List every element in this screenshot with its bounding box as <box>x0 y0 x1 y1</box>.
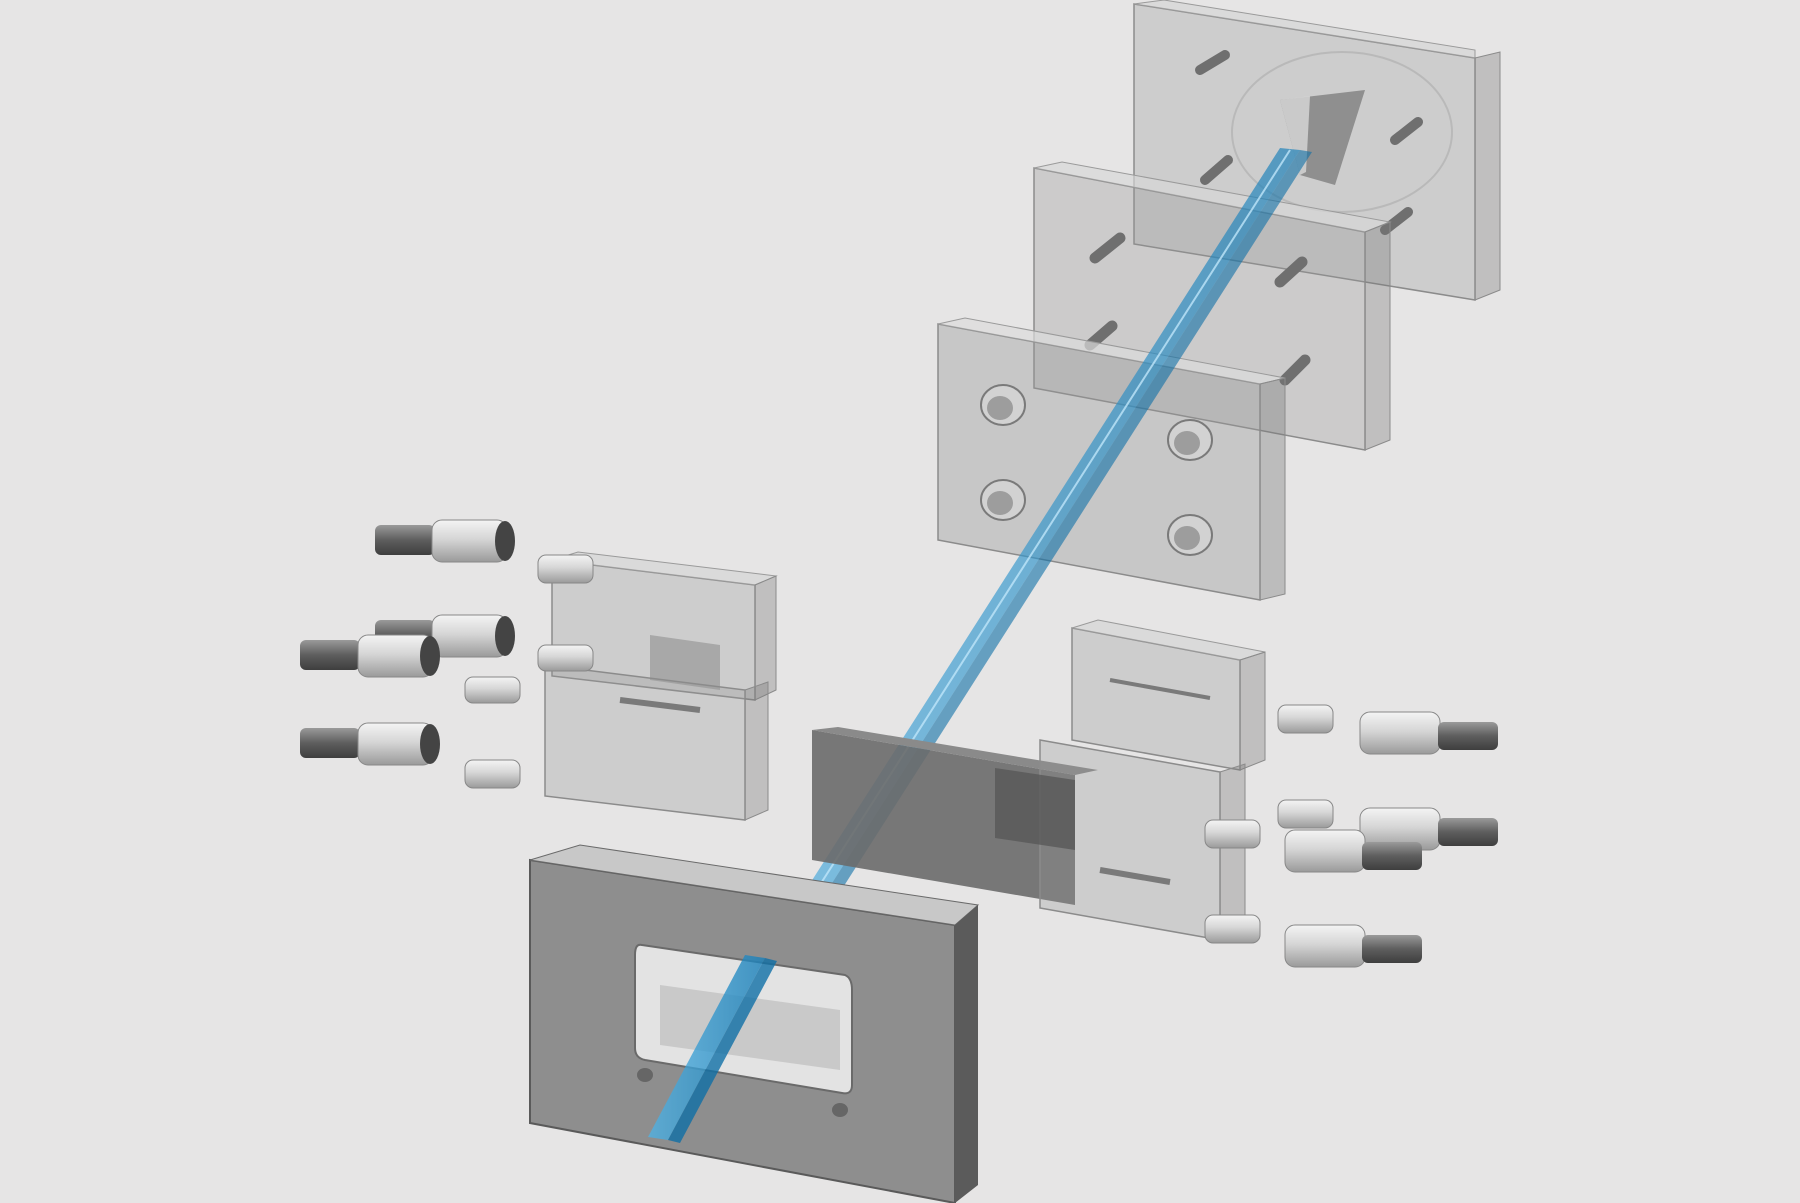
fitting-left-1 <box>375 519 594 584</box>
extruded-profile-front <box>648 955 777 1143</box>
fitting-right-1 <box>1277 704 1498 755</box>
right-upper-block <box>1071 619 1266 771</box>
left-fittings <box>300 519 594 789</box>
left-lower-block <box>544 664 769 821</box>
fitting-left-3 <box>300 634 521 704</box>
left-upper-block <box>551 551 778 701</box>
fitting-right-4 <box>1204 914 1422 968</box>
right-fittings <box>1204 704 1498 968</box>
fitting-left-4 <box>300 722 521 789</box>
fitting-right-2 <box>1277 799 1498 851</box>
fitting-right-3 <box>1204 819 1422 873</box>
